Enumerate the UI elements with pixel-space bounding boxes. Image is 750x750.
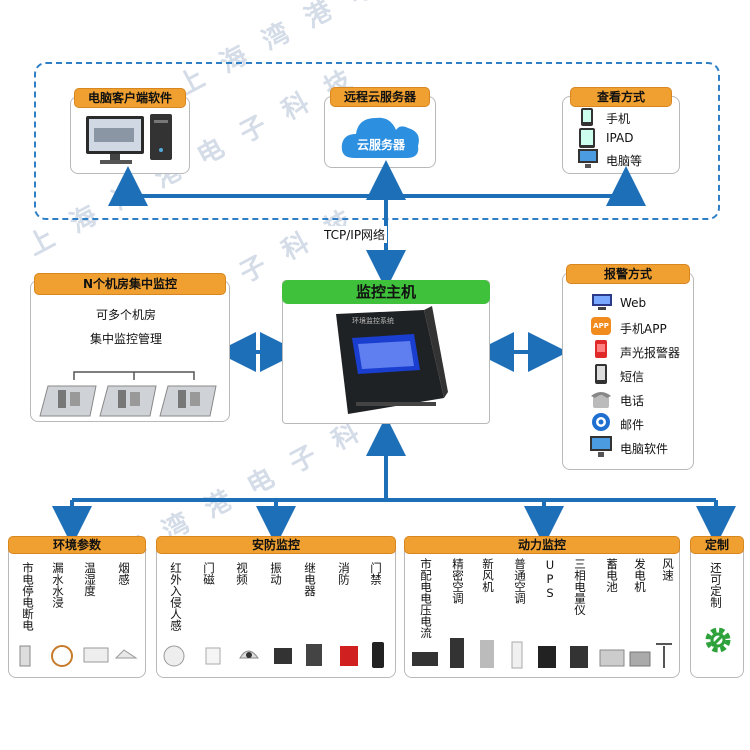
central-monitoring-title: N个机房集中监控 [34,273,226,295]
alarm-item: 电话 [620,394,645,408]
power-item: 市配电电压电流 [419,558,433,639]
alarm-item: Web [620,296,647,310]
sms-phone-icon [595,364,607,384]
top-dashed-container [34,62,720,220]
view-item: 手机 [606,112,631,126]
env-title: 环境参数 [8,536,146,554]
power-item: 风速 [661,558,675,581]
telephone-icon [591,392,611,408]
security-title: 安防监控 [156,536,396,554]
cloud-icon [341,117,419,158]
alarm-item: 短信 [620,370,645,384]
env-item: 温湿度 [83,562,97,597]
view-item: 电脑等 [606,154,643,168]
power-item: UPS [543,558,557,600]
desktop-computer-icon [86,114,172,164]
cloud-label: 云服务器 [356,138,405,152]
ipad-icon [579,128,595,148]
power-item: 蓄电池 [605,558,619,593]
security-item: 振动 [269,562,283,585]
siren-icon [595,340,607,358]
client-software-title: 电脑客户端软件 [74,88,186,108]
security-item: 消防 [337,562,351,585]
alarm-item: 声光报警器 [620,346,681,360]
app-icon: APP [591,317,611,335]
alarm-panel [562,272,694,470]
security-item: 视频 [235,562,249,585]
alarm-item: 邮件 [620,418,645,432]
phone-icon [581,108,593,126]
alarm-item: 手机APP [620,322,667,336]
server-room-icon [39,371,217,417]
power-devices-icon [412,638,672,669]
security-item: 红外入侵人感 [169,562,183,631]
central-line: 可多个机房 [96,308,157,322]
env-item: 市电停电断电 [21,562,35,631]
custom-item: 还可定制 [709,562,723,608]
env-sensors-icon [19,645,138,667]
email-icon [592,413,610,431]
env-item: 烟感 [117,562,131,585]
security-devices-icon [163,642,384,668]
computer-icon [590,436,612,457]
power-item: 精密空调 [451,558,465,604]
monitoring-host-device [336,306,448,414]
central-line: 集中监控管理 [90,332,163,346]
custom-panel [690,538,744,678]
alarm-item: 电脑软件 [620,442,669,456]
network-label: TCP/IP网络 [322,226,388,243]
security-item: 门禁 [369,562,383,585]
security-item: 门磁 [202,562,216,585]
alarm-title: 报警方式 [566,264,690,284]
host-screen-text: 环境监控系统 [352,317,394,325]
power-item: 三相电量仪 [573,558,587,616]
cloud-title: 远程云服务器 [330,87,430,107]
custom-title: 定制 [690,536,744,554]
security-item: 继电器 [303,562,317,597]
power-title: 动力监控 [404,536,680,554]
monitor-icon [578,149,598,168]
power-item: 新风机 [481,558,495,593]
view-item: IPAD [606,131,634,145]
power-item: 发电机 [633,558,647,593]
gear-icon [705,627,731,653]
host-title: 监控主机 [282,280,490,304]
view-title: 查看方式 [570,87,672,107]
web-icon [592,294,612,310]
env-item: 漏水水浸 [51,562,65,608]
power-item: 普通空调 [513,558,527,604]
